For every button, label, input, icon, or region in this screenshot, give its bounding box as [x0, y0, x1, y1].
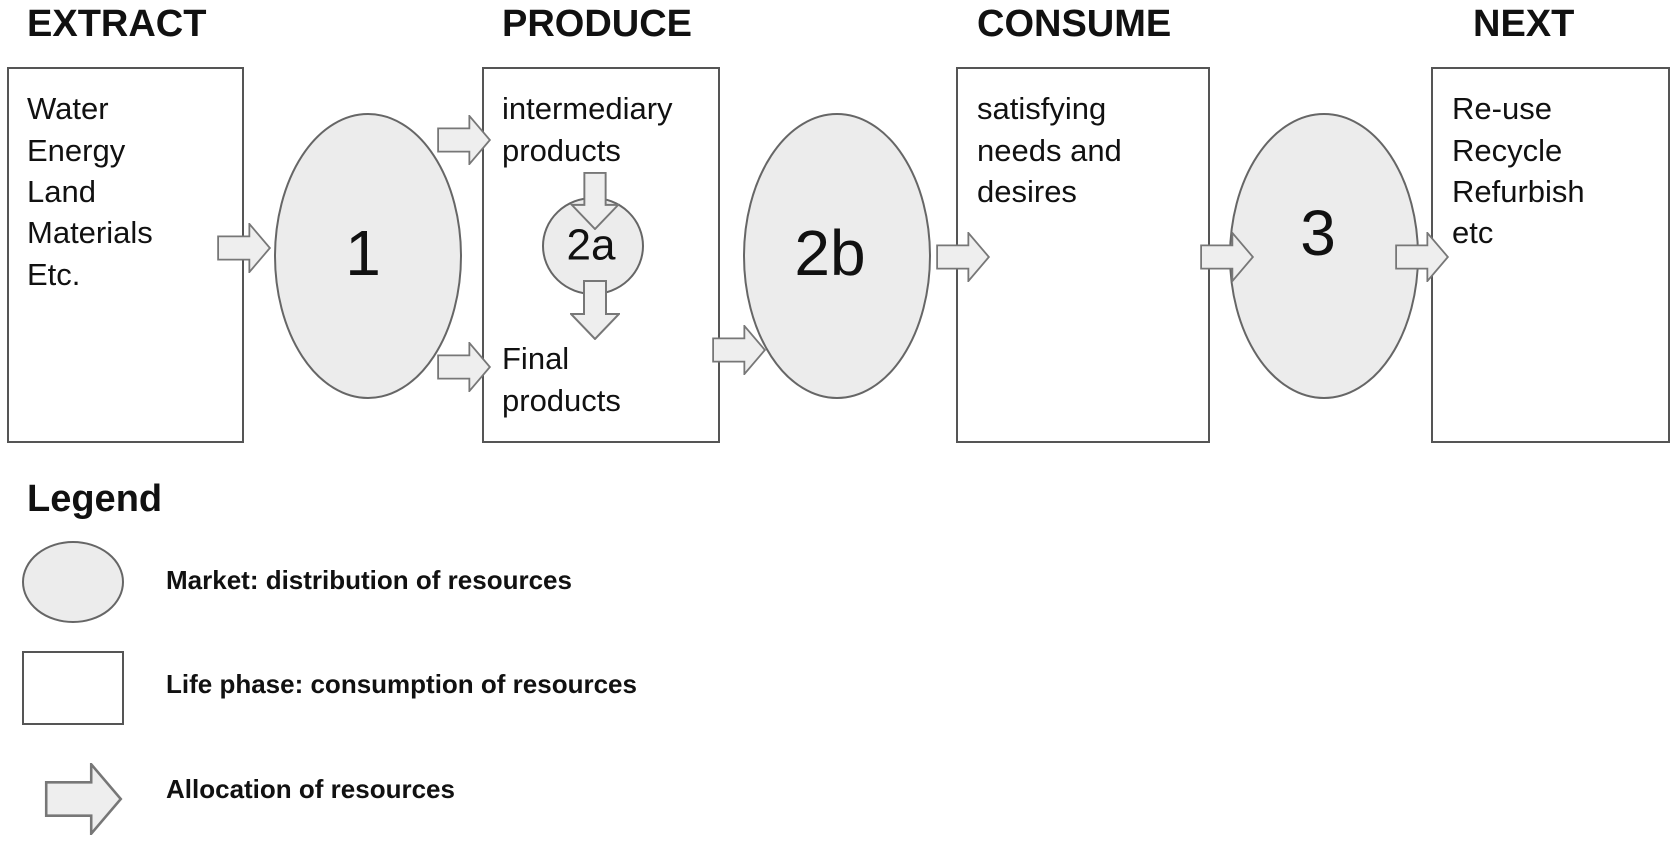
market-label-2a: 2a: [567, 221, 616, 270]
market-label-1: 1: [345, 217, 381, 289]
phase-title-next: NEXT: [1473, 3, 1574, 45]
produce-intermediary-text: intermediary: [502, 91, 673, 126]
legend-arrow-swatch: [44, 763, 123, 835]
extract-item: Water: [27, 91, 109, 126]
market-oval-2b: [743, 113, 931, 399]
legend-phase-swatch: [22, 651, 124, 725]
market-label-3: 3: [1300, 197, 1336, 269]
next-item: Refurbish: [1452, 174, 1585, 209]
legend-market-label: Market: distribution of resources: [166, 565, 572, 595]
extract-item: Energy: [27, 133, 126, 168]
consume-text: satisfying: [977, 91, 1106, 126]
consume-text: desires: [977, 174, 1077, 209]
phase-title-consume: CONSUME: [977, 3, 1171, 45]
allocation-arrow: [712, 325, 766, 375]
phase-box-extract: [7, 67, 244, 443]
phase-box-consume: [956, 67, 1210, 443]
legend-phase-label: Life phase: consumption of resources: [166, 669, 637, 699]
market-label-2b: 2b: [794, 217, 865, 289]
next-item: Re-use: [1452, 91, 1552, 126]
produce-final-text: products: [502, 383, 621, 418]
consume-text: needs and: [977, 133, 1122, 168]
market-oval-1: [274, 113, 462, 399]
extract-item: Etc.: [27, 257, 80, 292]
produce-intermediary-text: products: [502, 133, 621, 168]
legend-heading: Legend: [27, 478, 162, 520]
legend-allocation-label: Allocation of resources: [166, 774, 455, 804]
next-item: etc: [1452, 215, 1493, 250]
next-item: Recycle: [1452, 133, 1562, 168]
phase-box-next: [1431, 67, 1670, 443]
legend-market-swatch: [22, 541, 124, 623]
extract-item: Materials: [27, 215, 153, 250]
extract-item: Land: [27, 174, 96, 209]
produce-final-text: Final: [502, 341, 569, 376]
phase-title-extract: EXTRACT: [27, 3, 206, 45]
phase-title-produce: PRODUCE: [502, 3, 692, 45]
